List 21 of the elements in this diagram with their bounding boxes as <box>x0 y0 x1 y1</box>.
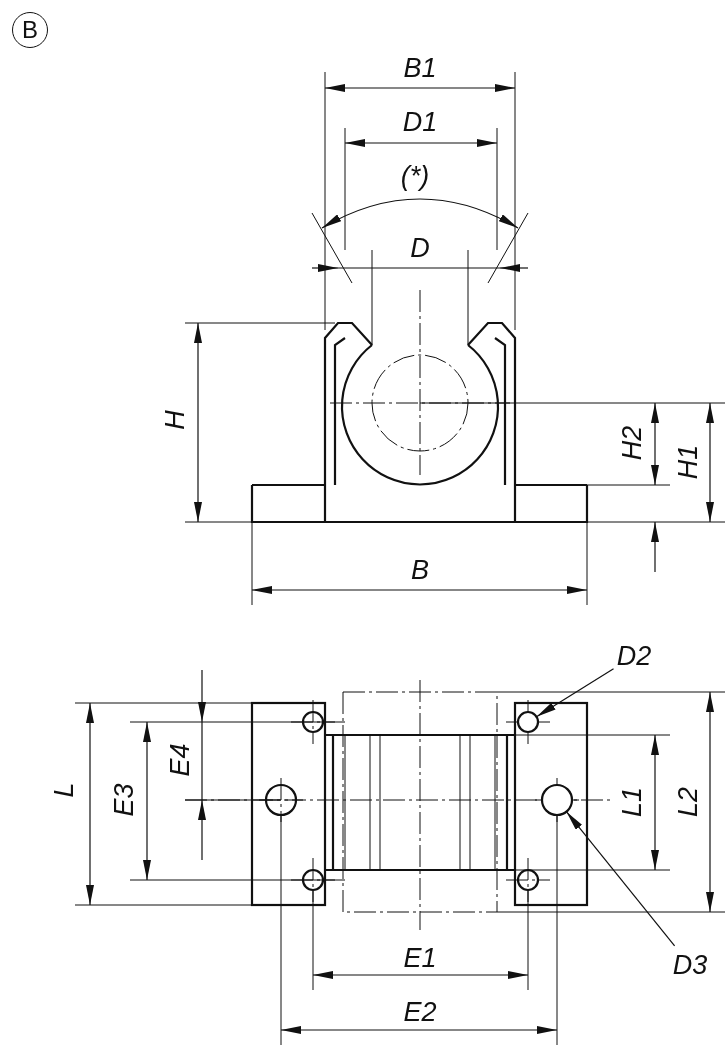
mounting-hole <box>540 783 574 817</box>
dimension-label: D <box>410 234 430 262</box>
leader-line <box>565 811 676 947</box>
leader-line <box>535 668 615 718</box>
mounting-hole <box>516 710 540 734</box>
dimension-label: H2 <box>618 425 646 461</box>
dimension-label: D1 <box>402 108 438 136</box>
dimension-label: E1 <box>403 944 437 972</box>
dimension-label: B <box>411 556 429 584</box>
dimension-label: E3 <box>110 783 138 817</box>
dimension-label: L <box>50 782 78 798</box>
dimension-label: B1 <box>403 54 437 82</box>
dimension-label: L1 <box>618 787 646 817</box>
dimension-label: E2 <box>403 998 437 1026</box>
dimension-label: (*) <box>400 162 430 190</box>
dimension-label: H1 <box>674 444 702 480</box>
dimension-label: D3 <box>672 951 708 979</box>
dimension-label: H <box>161 410 189 430</box>
dimension-label: L2 <box>674 787 702 817</box>
dimension-label: D2 <box>616 642 652 670</box>
dimension-label: E4 <box>166 743 194 777</box>
